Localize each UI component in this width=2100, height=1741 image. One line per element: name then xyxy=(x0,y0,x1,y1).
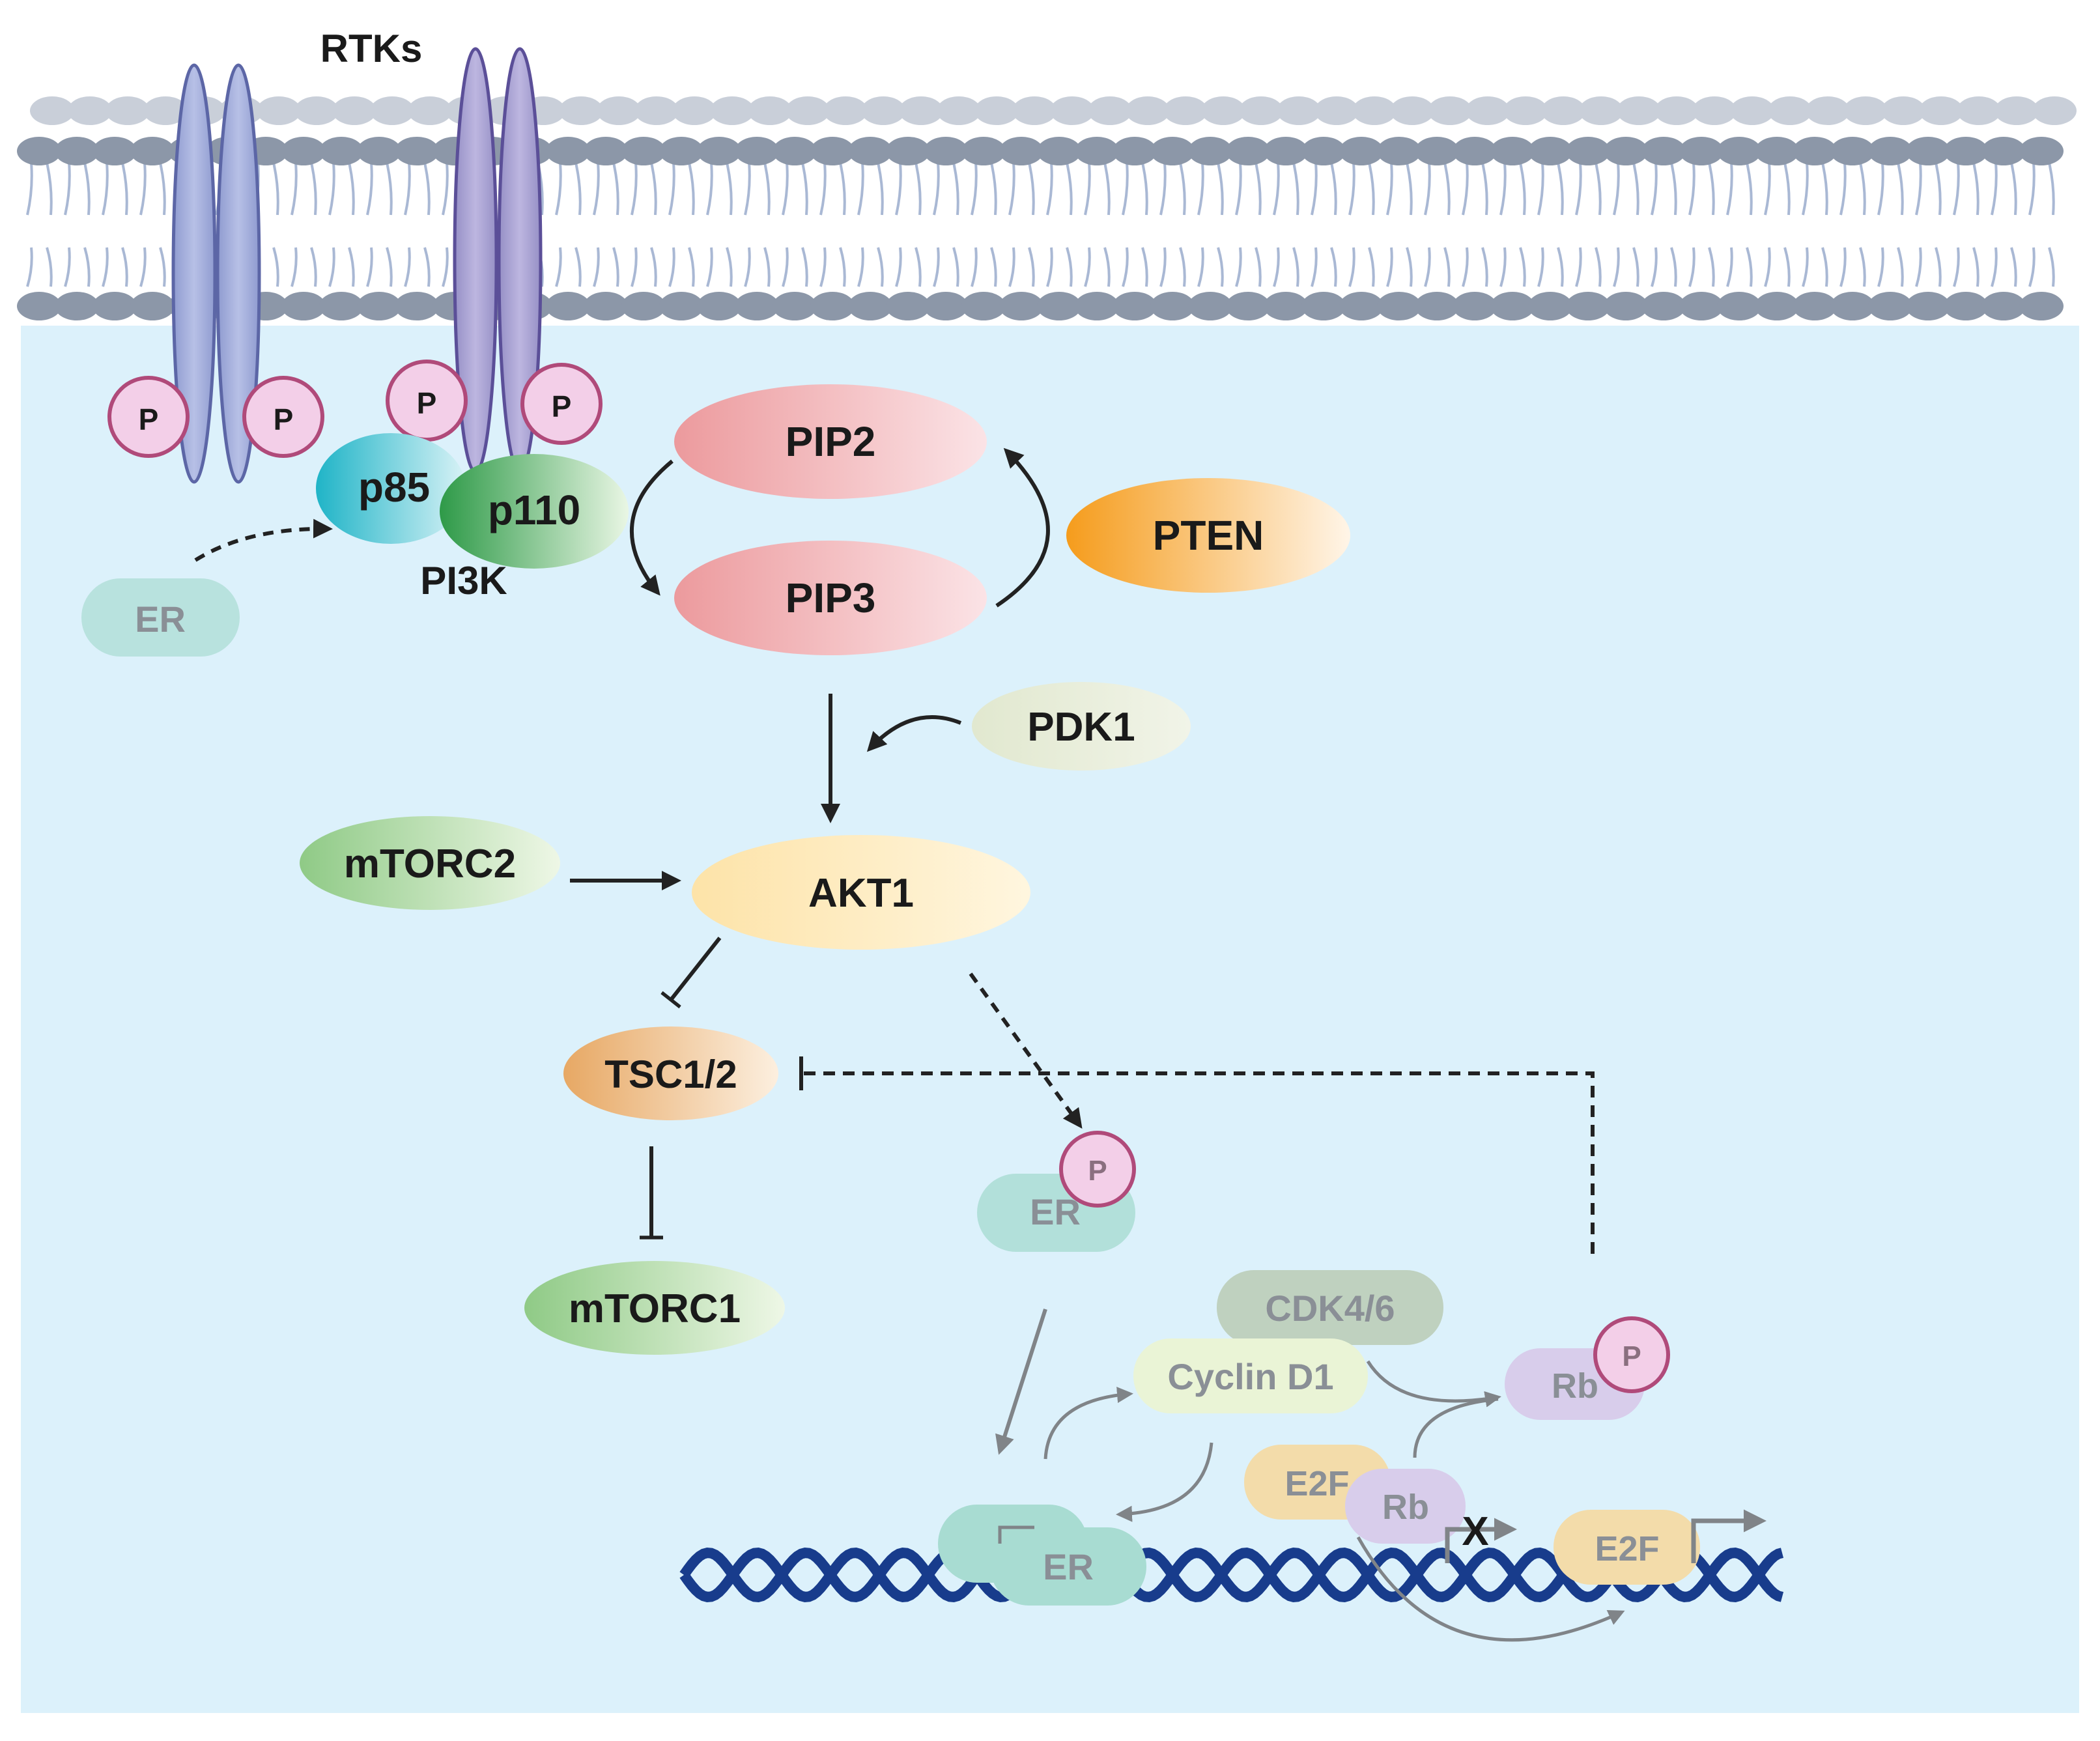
pdk1-node: PDK1 xyxy=(972,682,1191,771)
er-cytoplasmic: ER xyxy=(81,578,240,657)
er-dna-bound: ER xyxy=(938,1505,1146,1606)
phospho-label: P xyxy=(1088,1155,1107,1187)
pten-node: PTEN xyxy=(1066,478,1350,593)
er-to-nucleus-arrow xyxy=(995,1309,1047,1455)
rtks-label: RTKs xyxy=(320,27,423,70)
cyclind1-label: Cyclin D1 xyxy=(1167,1356,1333,1397)
phospho-label: P xyxy=(139,403,159,436)
er-to-cyclind1-arrow xyxy=(1043,1387,1133,1460)
blocked-promoter-arrow xyxy=(1445,1518,1517,1563)
cyclind1-node: Cyclin D1 xyxy=(1133,1338,1368,1413)
rb-phospho-label: Rb xyxy=(1552,1366,1598,1406)
cytoplasm-background xyxy=(21,326,2079,1713)
pip3-to-pip2-arrow xyxy=(995,447,1050,608)
e2f-release-arrow xyxy=(1356,1536,1625,1642)
akt1-to-er-dashed-arrow xyxy=(969,972,1083,1129)
phospho-p-receptor-4: P xyxy=(520,363,603,445)
cyclind1-to-er-arrow xyxy=(1116,1442,1213,1522)
phospho-p-receptor-1: P xyxy=(107,376,190,458)
cdk46-label: CDK4/6 xyxy=(1265,1288,1395,1329)
p110-label: p110 xyxy=(488,487,580,533)
rtk-receptor-left xyxy=(171,63,261,484)
p85-subunit: p85 xyxy=(316,433,466,544)
pip2-label: PIP2 xyxy=(786,418,876,465)
phospho-p-receptor-2: P xyxy=(242,376,324,458)
cell-membrane xyxy=(17,96,2077,320)
active-promoter-arrow xyxy=(1691,1509,1767,1563)
akt1-inhibits-tsc-line xyxy=(660,937,722,1009)
pdk1-to-akt1-arrow xyxy=(866,715,962,752)
pip2-to-pip3-arrow xyxy=(630,459,674,596)
rb-bound-label: Rb xyxy=(1382,1488,1429,1527)
pip2-node: PIP2 xyxy=(674,384,987,499)
pip3-label: PIP3 xyxy=(786,574,876,621)
e2f-free-node: E2F xyxy=(1554,1510,1700,1585)
pi3k-label: PI3K xyxy=(420,559,507,602)
phospho-label: P xyxy=(417,386,437,420)
e2f-free-label: E2F xyxy=(1595,1529,1659,1568)
akt1-node: AKT1 xyxy=(692,835,1030,950)
er-phosphorylated: ER P xyxy=(977,1131,1136,1252)
er-phospho-label: ER xyxy=(1030,1191,1081,1232)
mtorc2-node: mTORC2 xyxy=(300,816,560,910)
pdk1-label: PDK1 xyxy=(1027,705,1135,750)
p110-subunit: p110 xyxy=(440,454,629,569)
akt1-label: AKT1 xyxy=(808,871,914,916)
er-label: ER xyxy=(135,599,186,640)
phospho-label: P xyxy=(552,389,572,423)
mtorc2-label: mTORC2 xyxy=(344,842,516,886)
rb-to-rb-phospho-arrow xyxy=(1413,1397,1499,1458)
er-dna-label: ER xyxy=(1043,1546,1094,1587)
er-to-pi3k-dashed-arrow xyxy=(194,518,333,562)
pten-label: PTEN xyxy=(1153,512,1264,559)
rb-phosphorylated: Rb P xyxy=(1505,1316,1670,1420)
rb-feedback-dashed-inhibition xyxy=(801,1071,1595,1254)
phospho-p-receptor-3: P xyxy=(386,360,468,442)
phospho-label: P xyxy=(274,403,294,436)
mtorc1-node: mTORC1 xyxy=(524,1261,785,1355)
e2f-rb-complex: E2F Rb xyxy=(1244,1445,1466,1544)
pip3-node: PIP3 xyxy=(674,541,987,655)
e2f-bound-label: E2F xyxy=(1284,1464,1349,1503)
tsc12-node: TSC1/2 xyxy=(563,1026,778,1120)
mtorc1-label: mTORC1 xyxy=(569,1286,741,1331)
phospho-label: P xyxy=(1622,1340,1641,1372)
tsc12-label: TSC1/2 xyxy=(604,1053,737,1096)
cyclind1-to-rb-arrow xyxy=(1366,1360,1501,1408)
p85-label: p85 xyxy=(358,464,430,511)
cdk46-node: CDK4/6 xyxy=(1217,1270,1443,1345)
blocked-x-label: X xyxy=(1462,1509,1488,1554)
